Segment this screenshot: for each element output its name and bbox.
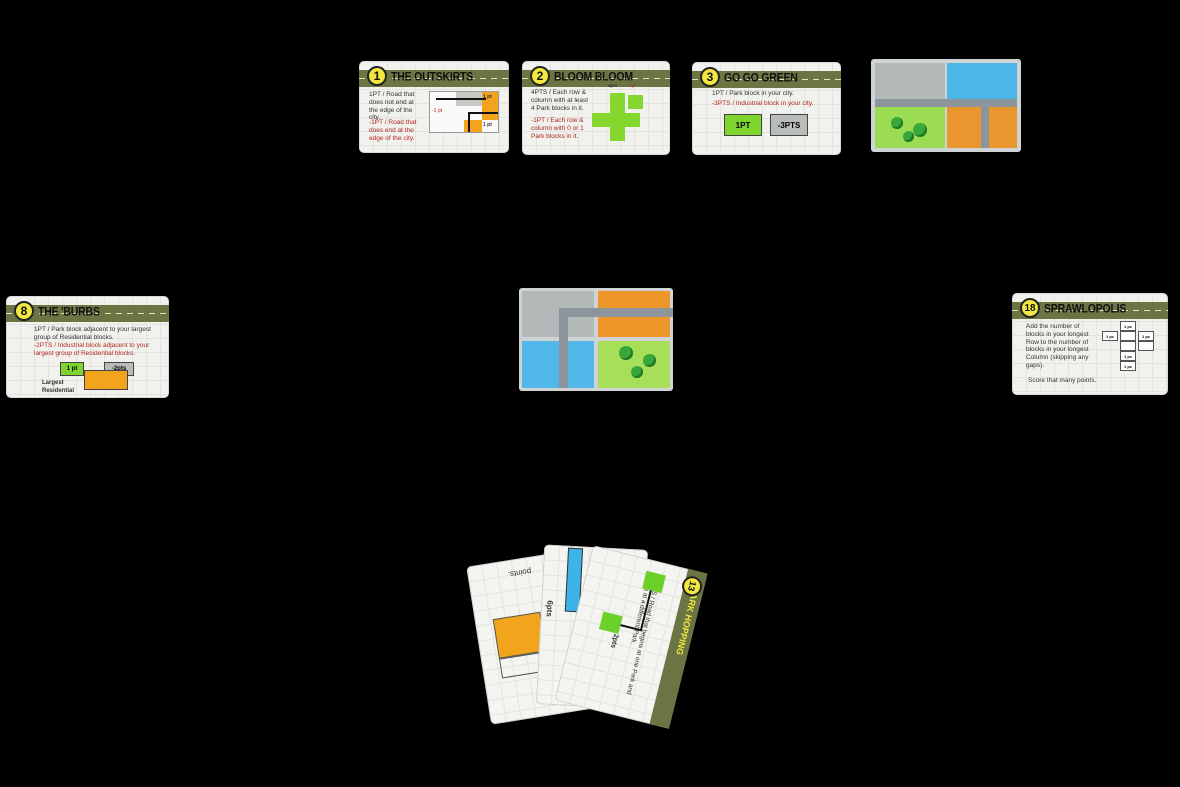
scoring-card-the-burbs[interactable]: 8 THE 'BURBS 1PT / Park block adjacent t…: [6, 296, 169, 398]
grid-cell-empty: [1138, 341, 1154, 351]
grid-label: 4pts: [608, 83, 618, 88]
park-pattern: 4pts -1pt: [592, 83, 662, 149]
tree: [913, 123, 927, 137]
scoring-rule-positive: 1PT / Park block adjacent to your larges…: [34, 326, 151, 341]
grid-label: -1 pt: [432, 108, 443, 114]
grid-cell: [1120, 331, 1136, 341]
grid-label: 1 pt: [483, 122, 492, 128]
park-point-box: 1 pt: [60, 362, 84, 376]
card-text-fragment: points.: [507, 566, 532, 580]
scoring-card-sprawlopolis[interactable]: 18 SPRAWLOPOLIS Add the number of blocks…: [1012, 293, 1168, 395]
commercial-block: [947, 63, 1017, 103]
commercial-block: [522, 341, 594, 388]
grid-cell: 1 pc: [1120, 351, 1136, 361]
card-title: SPRAWLOPOLIS: [1044, 302, 1127, 316]
grid-label: 1 pt: [483, 94, 492, 100]
card-number-badge: 18: [1020, 298, 1040, 318]
tile-road: [559, 308, 568, 388]
scoring-card-the-outskirts[interactable]: 1 THE OUTSKIRTS 1PT / Road that does not…: [359, 61, 509, 153]
industrial-block: [875, 63, 945, 101]
scoring-rule-positive: 1PT / Road that does not end at the edge…: [369, 91, 415, 122]
tree: [631, 366, 643, 378]
card-number-badge: 1: [367, 66, 387, 86]
scoring-rule-positive: 4PTS / Each row & column with at least 4…: [531, 89, 589, 112]
scoring-rule-negative: -1PT / Each row & column with 0 or 1 Par…: [531, 117, 584, 140]
card-number-badge: 8: [14, 301, 34, 321]
card-title: BLOOM BLOOM: [554, 70, 633, 84]
scoring-rule-positive: 1PT / Park block in your city.: [712, 90, 794, 97]
city-tile-start[interactable]: [519, 288, 673, 391]
park-block: [598, 341, 670, 388]
scoring-rule-negative: -3PTS / Industrial block in your city.: [712, 100, 814, 107]
grid-cell-empty: [1120, 341, 1136, 351]
tree: [891, 117, 903, 129]
card-road-banner: [359, 70, 509, 87]
tree: [643, 354, 656, 367]
grid-cell: 1 pc: [1120, 361, 1136, 371]
tile-road: [875, 99, 1017, 107]
card-number-badge: 2: [530, 66, 550, 86]
grid-label: -1pt: [628, 83, 636, 88]
example-grid: 1 pc 1 pc 1 pc 1 pc 1 pc: [1102, 321, 1162, 379]
card-title: THE 'BURBS: [38, 305, 100, 319]
card-road-banner: [1012, 302, 1168, 319]
example-grid: 1 pt 1 pt -1 pt: [429, 91, 499, 133]
card-road-banner: [522, 70, 670, 87]
scoring-rule-negative: -1PT / Road that does end at the edge of…: [369, 119, 417, 142]
tile-road: [559, 308, 673, 317]
residential-label: Largest Residential: [42, 380, 75, 394]
park-point-box: 1PT: [724, 114, 762, 136]
card-number-badge: 3: [700, 67, 720, 87]
scoring-rule: 2PTS / Road that begins at one Park and …: [624, 576, 661, 696]
residential-group: [84, 370, 128, 390]
scoring-rule: Add the number of blocks in your longest…: [1026, 323, 1089, 369]
city-tile[interactable]: [871, 59, 1021, 152]
card-title: THE OUTSKIRTS: [391, 70, 473, 84]
tile-road: [981, 107, 989, 148]
scoring-card-go-go-green[interactable]: 3 GO GO GREEN 1PT / Park block in your c…: [692, 62, 841, 155]
grid-cell: 1 pc: [1120, 321, 1136, 331]
grid-cell: 1 pc: [1138, 331, 1154, 341]
points-label: 2pts: [609, 633, 620, 649]
scoring-card-bloom-bloom[interactable]: 2 BLOOM BLOOM 4PTS / Each row & column w…: [522, 61, 670, 155]
card-road-banner: [6, 305, 169, 322]
tree: [903, 131, 914, 142]
scoring-summary: Score that many points.: [1028, 377, 1097, 384]
points-label: 6pts: [544, 600, 555, 618]
park-block-example: [598, 611, 623, 634]
card-title: GO GO GREEN: [724, 71, 798, 85]
card-road-banner: [692, 71, 841, 88]
industrial-penalty-box: -3PTS: [770, 114, 808, 136]
grid-cell: 1 pc: [1102, 331, 1118, 341]
tree: [619, 346, 633, 360]
scoring-rule-negative: -2PTS / Industrial block adjacent to you…: [34, 342, 150, 357]
